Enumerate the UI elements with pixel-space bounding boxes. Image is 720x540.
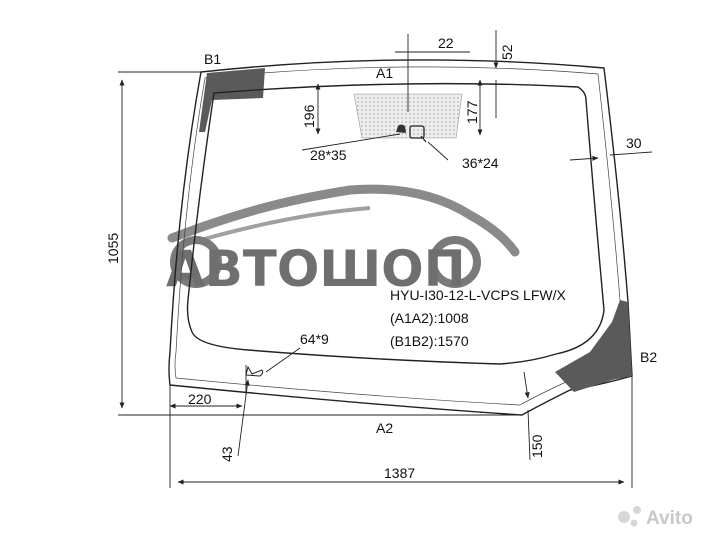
autoshop-logo: АВТОШОП: [166, 184, 520, 298]
dimension-lines: [118, 30, 653, 488]
avito-watermark: Avito: [618, 506, 693, 529]
frit-corner-b1: [199, 68, 265, 132]
label-a1: A1: [376, 65, 393, 81]
dim-22: 22: [438, 35, 454, 51]
visible-area-outline: [186, 82, 605, 365]
part-code: HYU-I30-12-L-VCPS LFW/X: [390, 287, 566, 303]
dim-1387: 1387: [384, 465, 415, 481]
label-a2: A2: [376, 420, 393, 436]
dim-64x9: 64*9: [300, 331, 329, 347]
dimension-b1b2: (B1B2):1570: [390, 333, 469, 349]
dim-1055: 1055: [105, 233, 121, 264]
dim-220: 220: [188, 391, 212, 407]
dim-150: 150: [529, 434, 545, 458]
sensor-pad-left: [396, 124, 406, 133]
dim-196: 196: [301, 104, 317, 128]
dim-43: 43: [219, 446, 235, 462]
dim-177: 177: [464, 100, 480, 124]
logo-text: АВТОШОП: [166, 240, 466, 298]
glass-outer-edge: [168, 59, 633, 416]
label-b1: B1: [204, 51, 221, 67]
label-b2: B2: [640, 349, 657, 365]
dim-30: 30: [626, 135, 642, 151]
frit-corner-b2: [555, 300, 632, 392]
dimension-a1a2: (A1A2):1008: [390, 310, 469, 326]
vin-marker: [245, 365, 264, 377]
avito-dot-icon: [618, 511, 630, 523]
dim-52: 52: [499, 44, 515, 60]
glass-edge-offset: [174, 66, 625, 406]
sensor-pad-right: [409, 125, 425, 139]
dim-28x35: 28*35: [310, 147, 347, 163]
dim-36x24: 36*24: [462, 155, 499, 171]
avito-text: Avito: [646, 508, 693, 529]
